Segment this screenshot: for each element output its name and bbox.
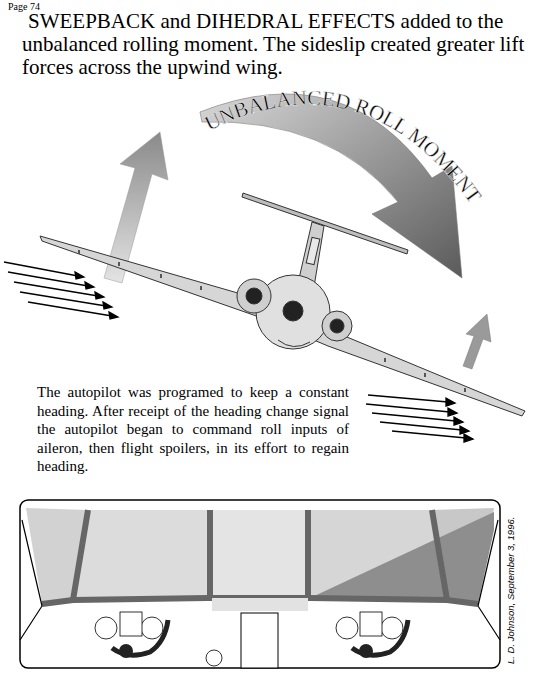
signature: L. D. Johnson, September 3, 1996.	[505, 494, 517, 664]
wind-lines-right	[366, 395, 473, 442]
arrow-label-group: UNBALANCED ROLL MOMENT	[201, 86, 487, 208]
lift-arrow-right	[463, 314, 491, 369]
wind-lines-left	[4, 262, 118, 319]
arrow-label: UNBALANCED ROLL MOMENT	[201, 86, 487, 208]
note-text: The autopilot was programed to keep a co…	[37, 383, 349, 476]
airplane	[40, 193, 525, 416]
cockpit-view	[20, 500, 500, 668]
title: SWEEPBACK and DIHEDRAL EFFECTS added to …	[22, 10, 527, 79]
